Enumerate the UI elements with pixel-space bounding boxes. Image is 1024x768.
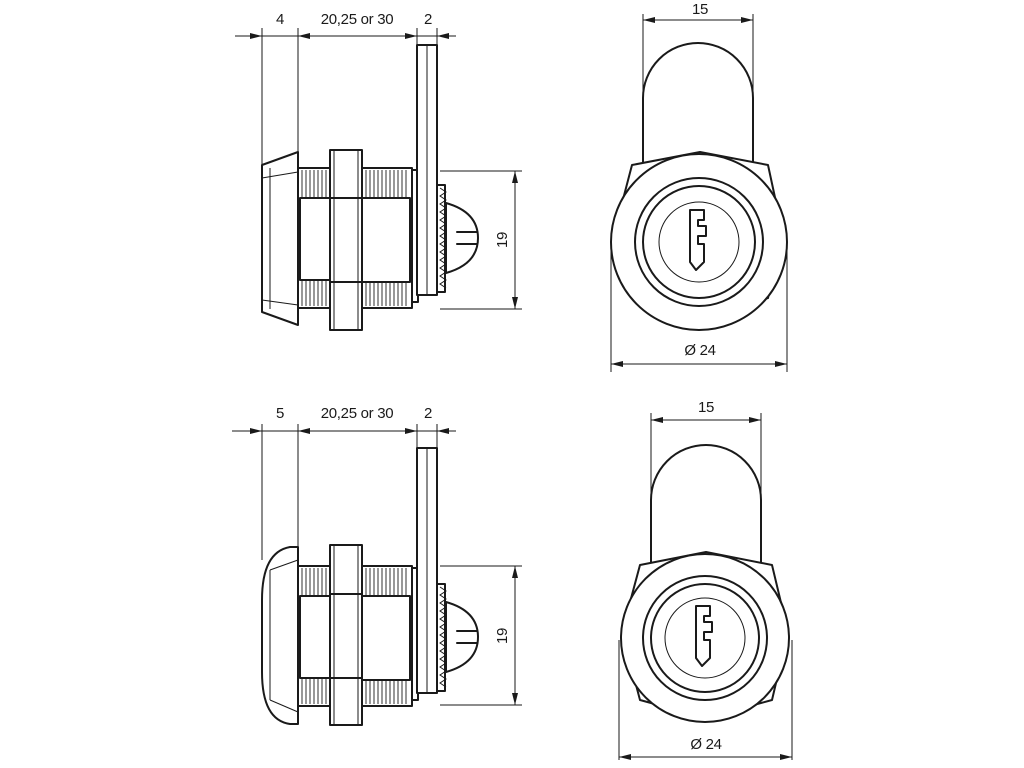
bottom-front-view — [618, 413, 793, 760]
top-body-length-label: 20,25 or 30 — [321, 11, 394, 28]
top-diameter-label: Ø 24 — [684, 342, 715, 359]
bottom-cam-width-label: 15 — [698, 399, 714, 416]
top-cam-width-label: 15 — [692, 1, 708, 18]
bottom-cam-thickness-label: 2 — [424, 405, 432, 422]
bottom-cam-height-label: 19 — [494, 628, 511, 644]
top-front-depth-label: 4 — [276, 11, 284, 28]
bottom-body-length-label: 20,25 or 30 — [321, 405, 394, 422]
top-cam-height-label: 19 — [494, 232, 511, 248]
top-front-view — [610, 14, 788, 372]
bottom-diameter-label: Ø 24 — [690, 736, 721, 753]
top-cam-thickness-label: 2 — [424, 11, 432, 28]
top-thread-right — [361, 170, 411, 306]
bottom-thread-right — [361, 568, 411, 704]
bottom-front-depth-label: 5 — [276, 405, 284, 422]
bottom-thread-left — [299, 568, 331, 704]
top-side-view — [235, 28, 522, 331]
bottom-side-view — [232, 424, 522, 726]
